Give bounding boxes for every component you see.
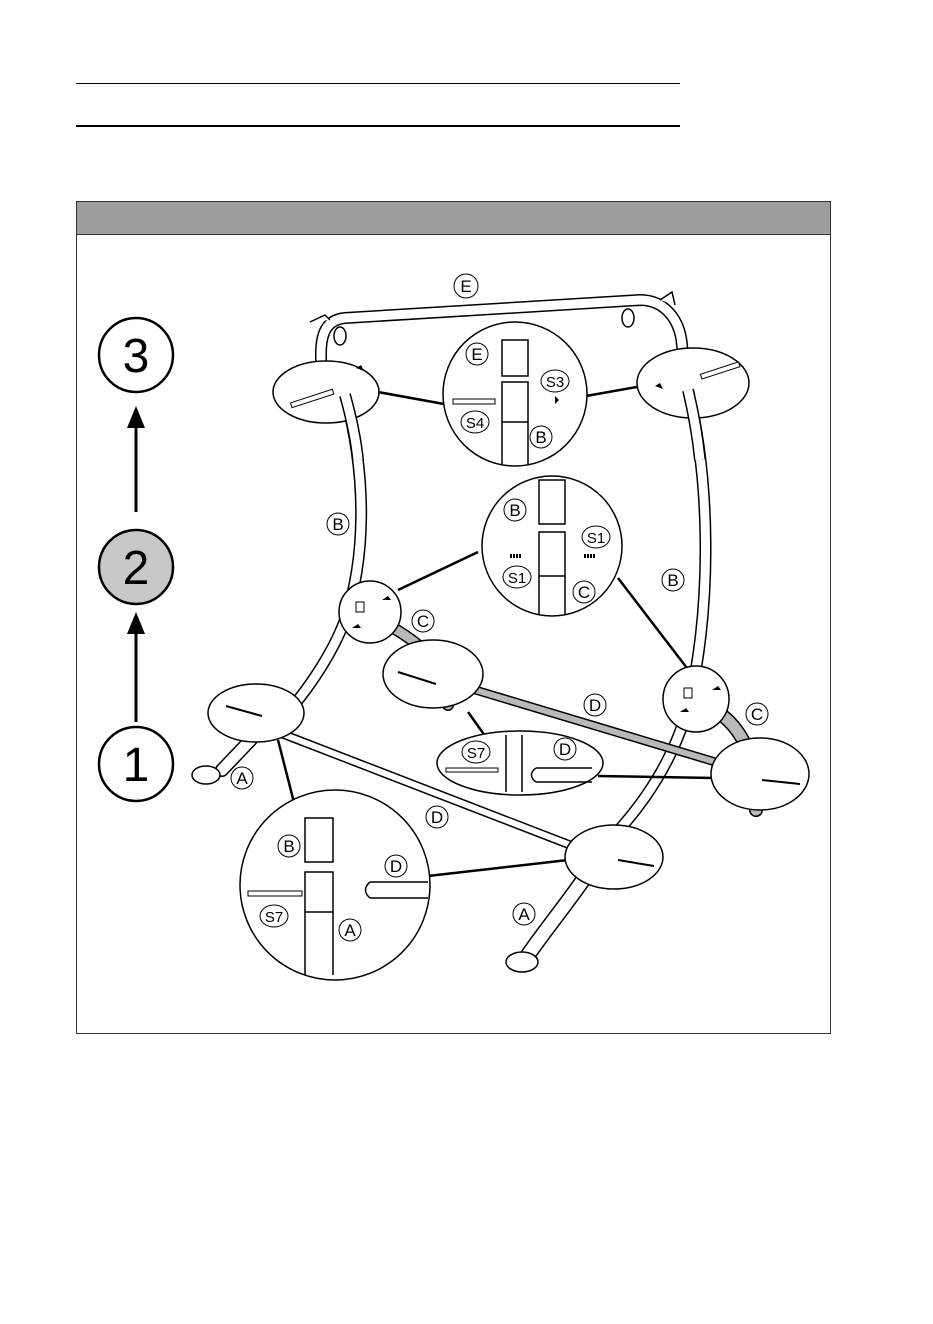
joint-bubble-top-left — [273, 361, 379, 423]
step-indicator-3: 3 — [99, 318, 173, 392]
svg-text:B: B — [535, 428, 546, 447]
joint-bubble-back-left — [383, 640, 483, 708]
label-b-detail-bottom: B — [278, 835, 300, 857]
step-number-2: 2 — [123, 542, 150, 595]
joint-bubble-mid-left — [339, 581, 401, 643]
svg-text:D: D — [390, 857, 402, 876]
label-s4: S4 — [461, 411, 489, 433]
step-arrow-1-to-2 — [127, 612, 145, 722]
step-indicator-1: 1 — [99, 727, 173, 801]
label-a-detail-bottom: A — [339, 919, 361, 941]
svg-text:S4: S4 — [466, 415, 484, 432]
label-c-right: C — [746, 703, 768, 725]
svg-text:E: E — [471, 345, 482, 364]
label-b-left-tube: B — [327, 513, 349, 535]
label-a-right: A — [513, 903, 535, 925]
svg-text:D: D — [559, 740, 571, 759]
detail-bubble-top — [443, 322, 587, 466]
svg-text:C: C — [751, 705, 763, 724]
label-d-back: D — [584, 694, 606, 716]
svg-text:B: B — [509, 501, 520, 520]
joint-bubble-mid-right — [663, 666, 729, 732]
svg-text:S3: S3 — [546, 374, 564, 391]
svg-text:B: B — [332, 515, 343, 534]
svg-text:E: E — [460, 277, 471, 296]
joint-bubble-back-right — [711, 738, 809, 810]
svg-text:C: C — [578, 583, 590, 602]
svg-text:A: A — [518, 905, 530, 924]
step-indicator-2: 2 — [99, 530, 173, 604]
svg-text:S7: S7 — [467, 745, 485, 762]
svg-text:S7: S7 — [265, 909, 283, 926]
label-b-detail-mid: B — [504, 499, 526, 521]
label-e-detail: E — [466, 343, 488, 365]
label-s7-detail-bottom: S7 — [260, 905, 288, 927]
label-d-front: D — [426, 806, 448, 828]
svg-text:S1: S1 — [508, 570, 526, 587]
step-number-3: 3 — [123, 330, 150, 383]
joint-bubble-front-right — [565, 825, 663, 889]
svg-text:B: B — [283, 837, 294, 856]
detail-bubble-bottom — [240, 790, 430, 980]
svg-text:A: A — [236, 769, 248, 788]
label-s3: S3 — [541, 370, 569, 392]
label-d-detail-bottom: D — [385, 855, 407, 877]
label-d-detail-back: D — [554, 738, 576, 760]
step-number-1: 1 — [123, 739, 150, 792]
label-s7-detail-back: S7 — [462, 741, 490, 763]
label-b-right-tube: B — [662, 569, 684, 591]
joint-bubble-front-left — [208, 684, 304, 742]
label-b-detail-top: B — [530, 426, 552, 448]
svg-text:B: B — [667, 571, 678, 590]
step-arrow-2-to-3 — [127, 406, 145, 512]
svg-text:S1: S1 — [587, 530, 605, 547]
svg-text:D: D — [431, 808, 443, 827]
label-s1-right: S1 — [582, 526, 610, 548]
svg-text:C: C — [417, 612, 429, 631]
svg-text:D: D — [589, 696, 601, 715]
label-e-top: E — [454, 274, 478, 298]
label-s1-left: S1 — [503, 566, 531, 588]
detail-bubble-back-joint — [437, 731, 603, 795]
label-c-detail-mid: C — [573, 581, 595, 603]
label-c-left: C — [412, 610, 434, 632]
label-a-left: A — [231, 767, 253, 789]
svg-text:A: A — [344, 921, 356, 940]
